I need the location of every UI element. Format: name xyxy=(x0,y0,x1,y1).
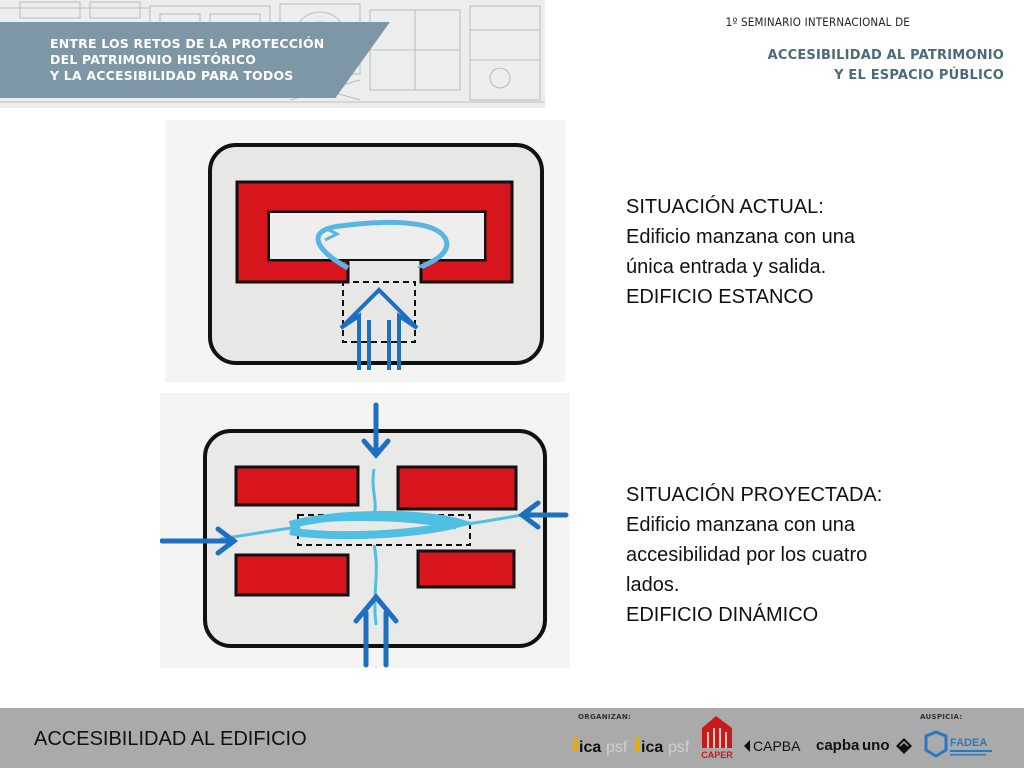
projected-line-5: EDIFICIO DINÁMICO xyxy=(626,604,819,626)
organizan-label: ORGANIZAN: xyxy=(578,713,632,721)
ica-psf-logo-2: ica psf xyxy=(636,734,694,765)
banner-line-3: Y LA ACCESIBILIDAD PARA TODOS xyxy=(50,68,294,83)
header-banner xyxy=(0,22,390,98)
capbauno-logo: capba uno xyxy=(816,734,914,761)
building-block-se xyxy=(416,549,516,589)
ica-psf-logo-1-text-b: psf xyxy=(606,739,628,756)
central-circulation xyxy=(219,468,533,626)
circulation-loop xyxy=(315,219,450,271)
ica-psf-logo-2-text-a: ica xyxy=(641,739,663,756)
projected-heading: SITUACIÓN PROYECTADA: xyxy=(626,484,883,506)
current-line-2: Edificio manzana con una xyxy=(626,226,856,248)
current-line-3: única entrada y salida. xyxy=(626,256,827,278)
fadea-logo: FADEA xyxy=(922,730,996,765)
projected-line-3: accesibilidad por los cuatro xyxy=(626,544,868,566)
arrow-south-icon xyxy=(353,593,399,668)
arrow-west-icon xyxy=(159,526,239,556)
seminar-subtitle: 1º SEMINARIO INTERNACIONAL DE xyxy=(725,15,910,29)
building-block-sw xyxy=(234,553,350,597)
arrow-north-icon xyxy=(361,402,391,459)
projected-situation-text: SITUACIÓN PROYECTADA: Edificio manzana c… xyxy=(626,480,882,630)
capba-logo-text: CAPBA xyxy=(753,738,801,754)
entrance-arrow-icon xyxy=(339,287,419,370)
header-banner-title: ENTRE LOS RETOS DE LA PROTECCIÓN DEL PAT… xyxy=(50,36,370,84)
current-heading: SITUACIÓN ACTUAL: xyxy=(626,196,824,218)
building-block-nw xyxy=(234,465,360,507)
ica-psf-logo-1: ica psf xyxy=(574,734,632,765)
slide-title: ACCESIBILIDAD AL EDIFICIO xyxy=(34,728,307,750)
ica-psf-logo-2-text-b: psf xyxy=(668,739,690,756)
caper-logo: CAPER xyxy=(700,714,734,768)
current-situation-text: SITUACIÓN ACTUAL: Edificio manzana con u… xyxy=(626,192,855,312)
capbauno-logo-text-b: uno xyxy=(862,737,890,754)
footer-bar: ACCESIBILIDAD AL EDIFICIO ORGANIZAN: AUS… xyxy=(0,708,1024,768)
arrow-east-icon xyxy=(517,500,569,530)
projected-situation-drawing xyxy=(159,393,570,668)
current-line-4: EDIFICIO ESTANCO xyxy=(626,286,814,308)
auspicia-label: AUSPICIA: xyxy=(920,713,963,721)
current-situation-drawing xyxy=(165,120,565,382)
seminar-title-line-1: ACCESIBILIDAD AL PATRIMONIO xyxy=(767,48,1004,63)
access-arrows xyxy=(159,402,569,668)
projected-line-4: lados. xyxy=(626,574,680,596)
sketch-current-situation xyxy=(165,120,565,382)
caper-logo-text: CAPER xyxy=(701,750,733,760)
capba-logo: CAPBA xyxy=(740,736,810,761)
entrance-zone xyxy=(342,281,416,343)
seminar-title-line-2: Y EL ESPACIO PÚBLICO xyxy=(834,68,1004,83)
ica-psf-logo-1-text-a: ica xyxy=(579,739,601,756)
banner-line-2: DEL PATRIMONIO HISTÓRICO xyxy=(50,52,257,67)
fadea-logo-text: FADEA xyxy=(950,737,987,749)
building-block-ne xyxy=(396,465,518,511)
capbauno-logo-text-a: capba xyxy=(816,737,860,754)
projected-line-2: Edificio manzana con una xyxy=(626,514,856,536)
architectural-plan-drawing xyxy=(0,1,545,103)
courtyard xyxy=(268,211,486,261)
seminar-title: ACCESIBILIDAD AL PATRIMONIO Y EL ESPACIO… xyxy=(768,46,1004,86)
sketch-projected-situation xyxy=(159,393,570,668)
banner-line-1: ENTRE LOS RETOS DE LA PROTECCIÓN xyxy=(50,36,325,51)
